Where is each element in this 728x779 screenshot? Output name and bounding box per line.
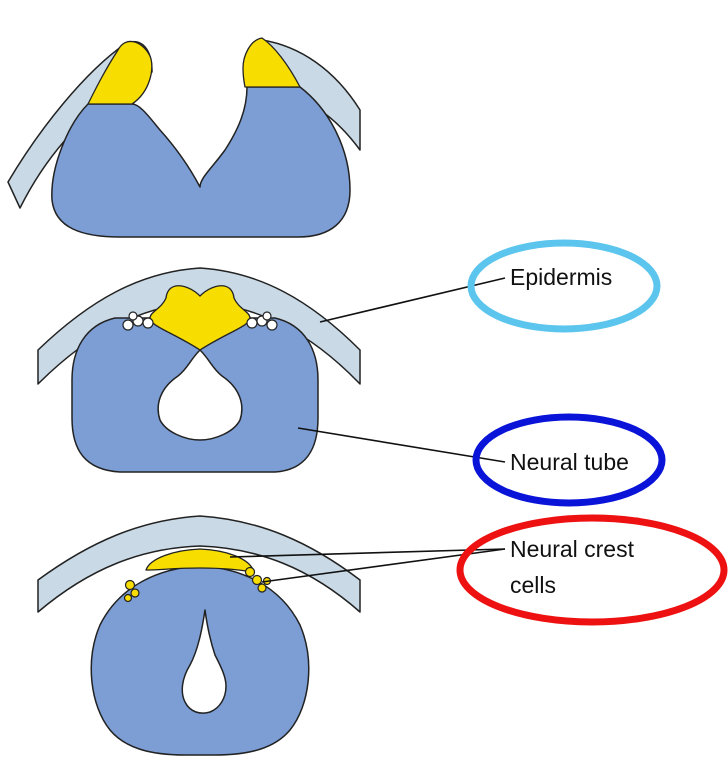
- neural-crest-label-line1: Neural crest: [510, 536, 635, 562]
- stage-closed-tube: [38, 516, 360, 755]
- neural-crest-cap: [146, 549, 254, 572]
- neural-tube-label: Neural tube: [510, 449, 629, 475]
- neural-plate: [52, 87, 350, 237]
- neural-crest-highlight-ring: [460, 518, 724, 622]
- stage-neural-fold: [8, 38, 360, 237]
- epidermis-label: Epidermis: [510, 264, 612, 290]
- stage-closing-tube: [38, 268, 360, 472]
- neural-crest-label-line2: cells: [510, 572, 556, 598]
